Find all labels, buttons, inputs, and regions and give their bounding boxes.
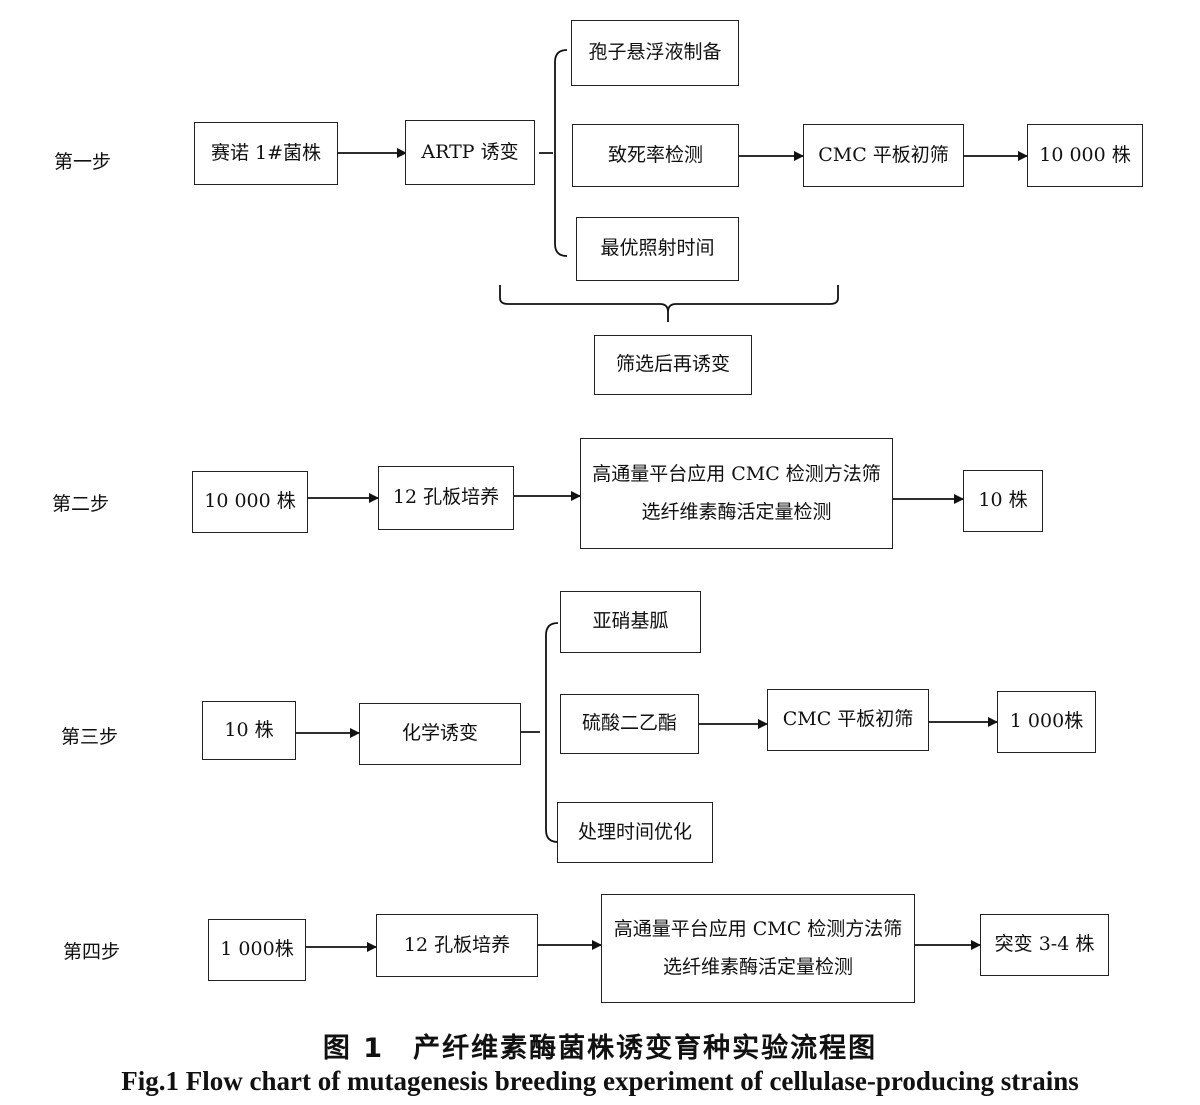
- node-spore-suspension: 孢子悬浮液制备: [571, 20, 739, 86]
- step-label-4: 第四步: [63, 941, 121, 963]
- brace-rescreen: [499, 285, 839, 313]
- node-chemical-mutagenesis: 化学诱变: [359, 703, 521, 765]
- bracket-chem-options: [521, 622, 559, 843]
- step-label-3: 第三步: [61, 726, 119, 748]
- node-treatment-time: 处理时间优化: [557, 802, 713, 863]
- figure-caption-chinese: 图 1 产纤维素酶菌株诱变育种实验流程图: [322, 1033, 878, 1064]
- node-cmc-screen-1: CMC 平板初筛: [803, 124, 964, 187]
- bracket-artp-options: [539, 49, 568, 257]
- node-s2-culture: 12 孔板培养: [378, 466, 514, 530]
- node-s2-input: 10 000 株: [192, 471, 308, 533]
- step-label-1: 第一步: [54, 151, 112, 173]
- node-optimal-irradiation: 最优照射时间: [576, 217, 739, 281]
- s2-method-line-1: 高通量平台应用 CMC 检测方法筛: [592, 462, 881, 485]
- s4-method-line-1: 高通量平台应用 CMC 检测方法筛: [613, 917, 903, 940]
- node-diethyl-sulfate: 硫酸二乙酯: [560, 694, 699, 754]
- figure-caption-english: Fig.1 Flow chart of mutagenesis breeding…: [121, 1066, 1079, 1096]
- node-lethality-test: 致死率检测: [572, 124, 739, 187]
- node-s4-input: 1 000株: [208, 919, 306, 981]
- step-label-2: 第二步: [52, 493, 110, 515]
- node-s3-input: 10 株: [202, 701, 296, 760]
- node-strain: 赛诺 1#菌株: [194, 122, 338, 185]
- s4-method-line-2: 选纤维素酶活定量检测: [662, 955, 853, 978]
- node-s4-culture: 12 孔板培养: [376, 914, 538, 977]
- node-rescreen: 筛选后再诱变: [594, 335, 752, 395]
- node-s3-output: 1 000株: [997, 691, 1096, 753]
- node-nitrosoguanidine: 亚硝基胍: [560, 591, 701, 653]
- node-s4-method: 高通量平台应用 CMC 检测方法筛 选纤维素酶活定量检测: [601, 894, 915, 1003]
- node-cmc-screen-3: CMC 平板初筛: [767, 689, 929, 751]
- node-artp: ARTP 诱变: [405, 120, 535, 185]
- node-count-10000: 10 000 株: [1027, 124, 1143, 187]
- node-s2-output: 10 株: [963, 470, 1043, 532]
- s2-method-line-2: 选纤维素酶活定量检测: [641, 500, 832, 523]
- node-s2-method: 高通量平台应用 CMC 检测方法筛 选纤维素酶活定量检测: [580, 438, 893, 549]
- node-s4-output: 突变 3-4 株: [980, 914, 1109, 976]
